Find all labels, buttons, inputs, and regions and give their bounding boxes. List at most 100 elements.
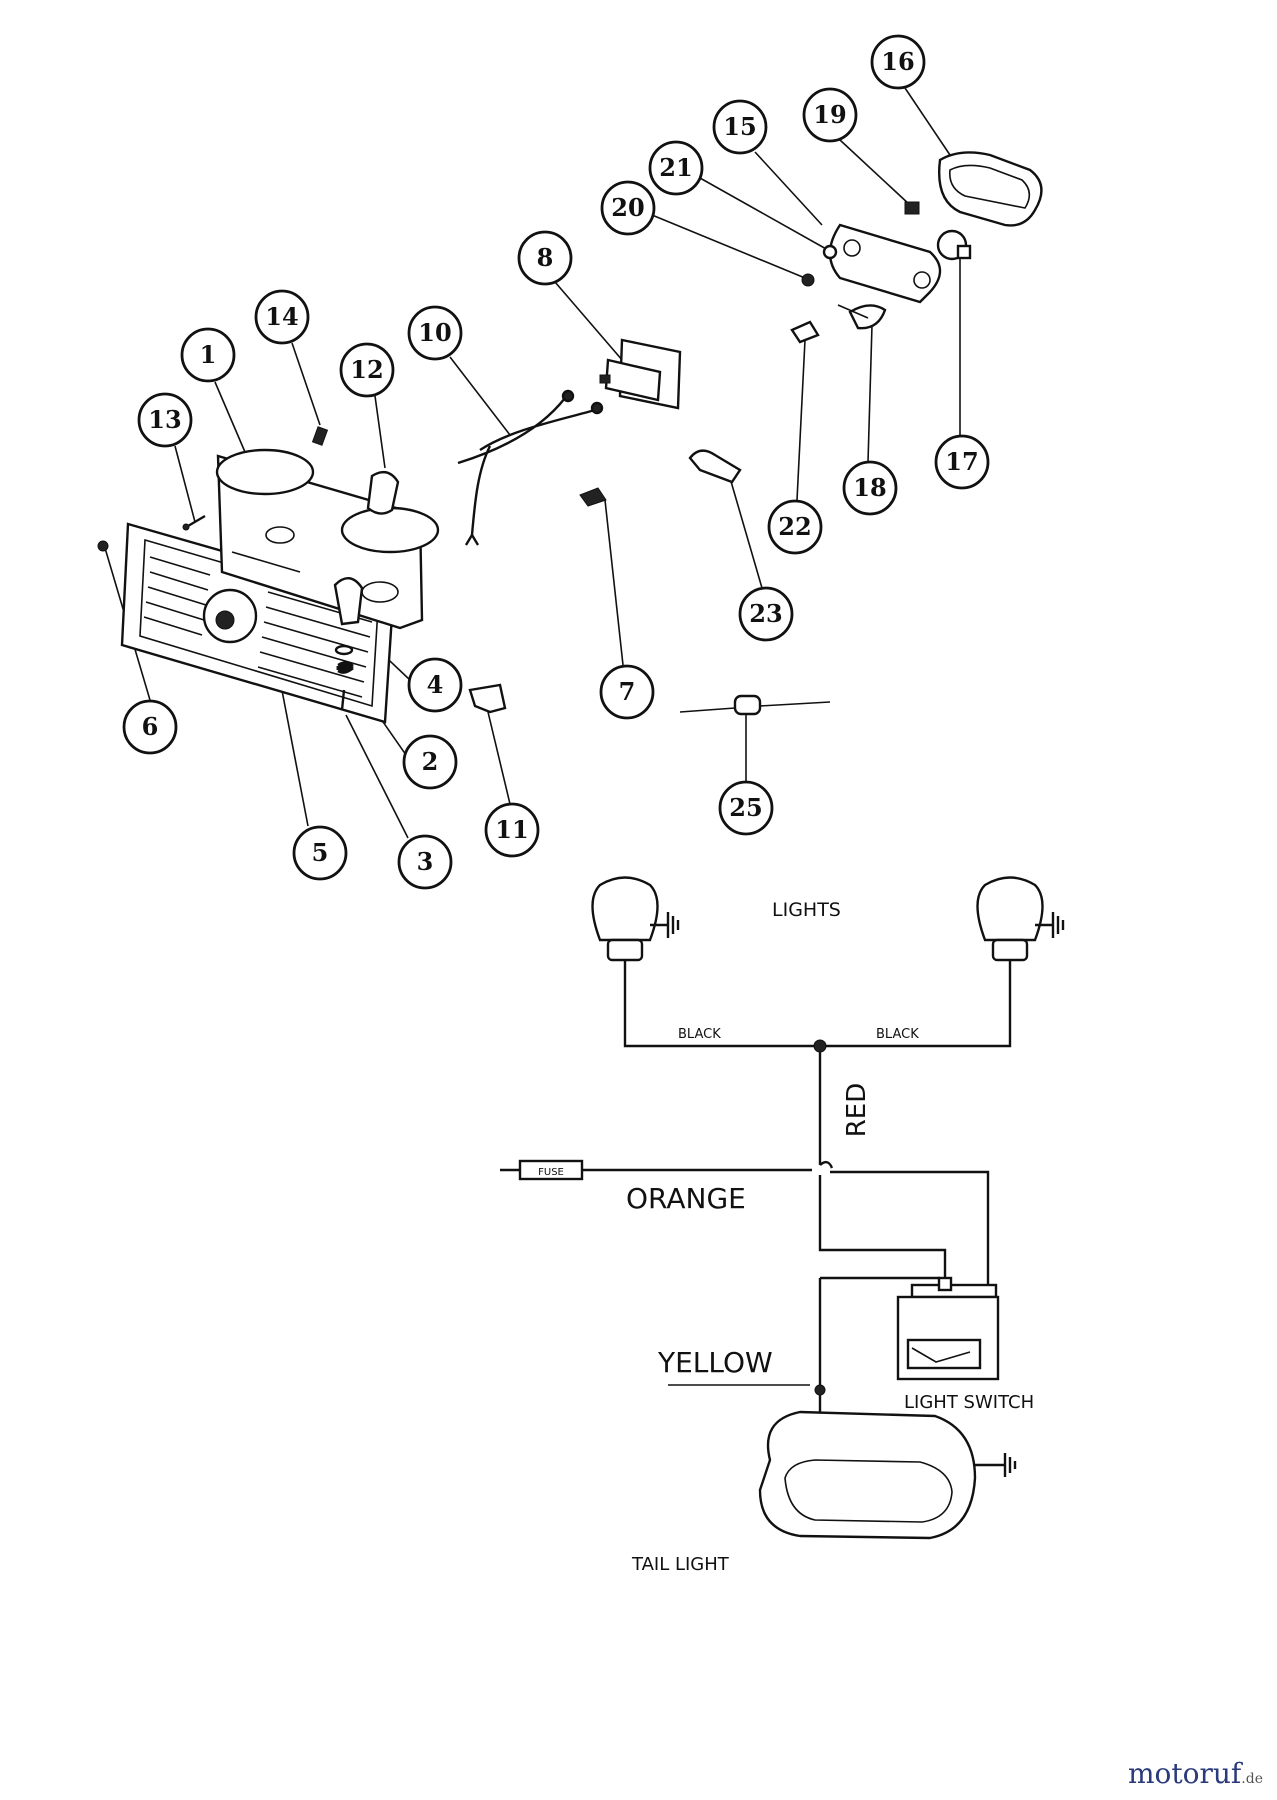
callout-circle (600, 180, 656, 236)
callout-circle (767, 499, 823, 555)
callout-number: 14 (265, 302, 298, 331)
washer-part-21 (822, 244, 838, 260)
callout-circle (842, 460, 898, 516)
fuse-label: FUSE (538, 1167, 564, 1178)
callout-14: 14 (254, 289, 310, 345)
callout-2: 2 (402, 734, 458, 790)
callout-22: 22 (767, 499, 823, 555)
clamp-part-23 (688, 449, 742, 484)
callout-circle (407, 305, 463, 361)
callout-number: 13 (148, 405, 181, 434)
callout-13: 13 (137, 392, 193, 448)
callout-12: 12 (339, 342, 395, 398)
nut-part-20 (801, 273, 815, 287)
watermark: motoruf.de (1128, 1757, 1263, 1790)
callout-circle (517, 230, 573, 286)
callout-number: 7 (619, 677, 636, 706)
bracket-part-15 (828, 223, 942, 304)
callout-number: 8 (537, 243, 554, 272)
callout-circle (870, 34, 926, 90)
bulb-part-12 (366, 470, 400, 515)
tail-light-icon (758, 1410, 1017, 1540)
wire-harness-part-10 (457, 389, 604, 546)
callout-20: 20 (600, 180, 656, 236)
screw-part-14 (311, 426, 329, 446)
tail-light-label: TAIL LIGHT (631, 1554, 730, 1575)
callout-circle (402, 734, 458, 790)
callout-23: 23 (738, 586, 794, 642)
callout-circle (137, 392, 193, 448)
callout-circle (254, 289, 310, 345)
grille-part (120, 522, 395, 724)
callout-25: 25 (718, 780, 774, 836)
callout-circle (648, 140, 704, 196)
callout-number: 1 (200, 340, 217, 369)
callout-15: 15 (712, 99, 768, 155)
bulb-part-4 (333, 577, 364, 626)
callout-circle (802, 87, 858, 143)
callout-7: 7 (599, 664, 655, 720)
callout-10: 10 (407, 305, 463, 361)
key-part-7 (579, 487, 607, 507)
callout-number: 22 (778, 512, 811, 541)
callout-16: 16 (870, 34, 926, 90)
callout-1: 1 (180, 327, 236, 383)
callout-11: 11 (484, 802, 540, 858)
callout-3: 3 (397, 834, 453, 890)
orange-label: ORANGE (626, 1182, 746, 1215)
red-label: RED (842, 1083, 872, 1138)
spring-part-3 (335, 661, 354, 711)
lens-part-16 (938, 151, 1043, 227)
callout-circle (718, 780, 774, 836)
callout-number: 18 (853, 473, 886, 502)
junction-dot (814, 1384, 826, 1396)
callout-18: 18 (842, 460, 898, 516)
callout-circle (738, 586, 794, 642)
callout-21: 21 (648, 140, 704, 196)
callout-circle (934, 434, 990, 490)
fuse-icon: FUSE (518, 1159, 584, 1181)
callout-circle (712, 99, 768, 155)
watermark-brand: motoruf (1127, 1757, 1242, 1790)
screw-part-6 (97, 540, 109, 552)
clip-part-11 (468, 683, 507, 714)
callout-number: 5 (312, 838, 329, 867)
lights-label: LIGHTS (772, 899, 841, 921)
callout-number: 23 (749, 599, 782, 628)
callout-number: 17 (945, 447, 978, 476)
callout-number: 12 (350, 355, 383, 384)
exploded-parts-view (97, 87, 1043, 839)
watermark-tld: .de (1241, 1771, 1263, 1787)
callout-number: 21 (659, 153, 692, 182)
callout-number: 19 (813, 100, 846, 129)
callout-19: 19 (802, 87, 858, 143)
plate-part-18 (837, 304, 887, 330)
callout-number: 3 (417, 847, 434, 876)
callout-circle (599, 664, 655, 720)
callout-circle (339, 342, 395, 398)
screw-part-13 (182, 514, 206, 531)
callout-number: 4 (427, 670, 444, 699)
right-bulb-icon (976, 876, 1065, 962)
callout-number: 15 (723, 112, 756, 141)
callout-8: 8 (517, 230, 573, 286)
callout-number: 6 (142, 712, 159, 741)
black-left-label: BLACK (678, 1027, 721, 1042)
callout-number: 2 (422, 747, 439, 776)
callout-circle (397, 834, 453, 890)
headlight-housing-part (215, 448, 440, 630)
black-right-label: BLACK (876, 1027, 919, 1042)
callout-number: 16 (881, 47, 914, 76)
callout-circle (407, 657, 463, 713)
connector-part-25 (679, 694, 831, 716)
callout-circle (122, 699, 178, 755)
callout-circle (484, 802, 540, 858)
callout-17: 17 (934, 434, 990, 490)
callout-number: 10 (418, 318, 451, 347)
junction-dot (813, 1039, 827, 1053)
socket-part-22 (790, 320, 820, 344)
wiring-schematic: FUSE LIGHTS BLACK BLACK RED ORANGE YELLO… (500, 876, 1065, 1575)
light-switch-label: LIGHT SWITCH (904, 1392, 1034, 1413)
